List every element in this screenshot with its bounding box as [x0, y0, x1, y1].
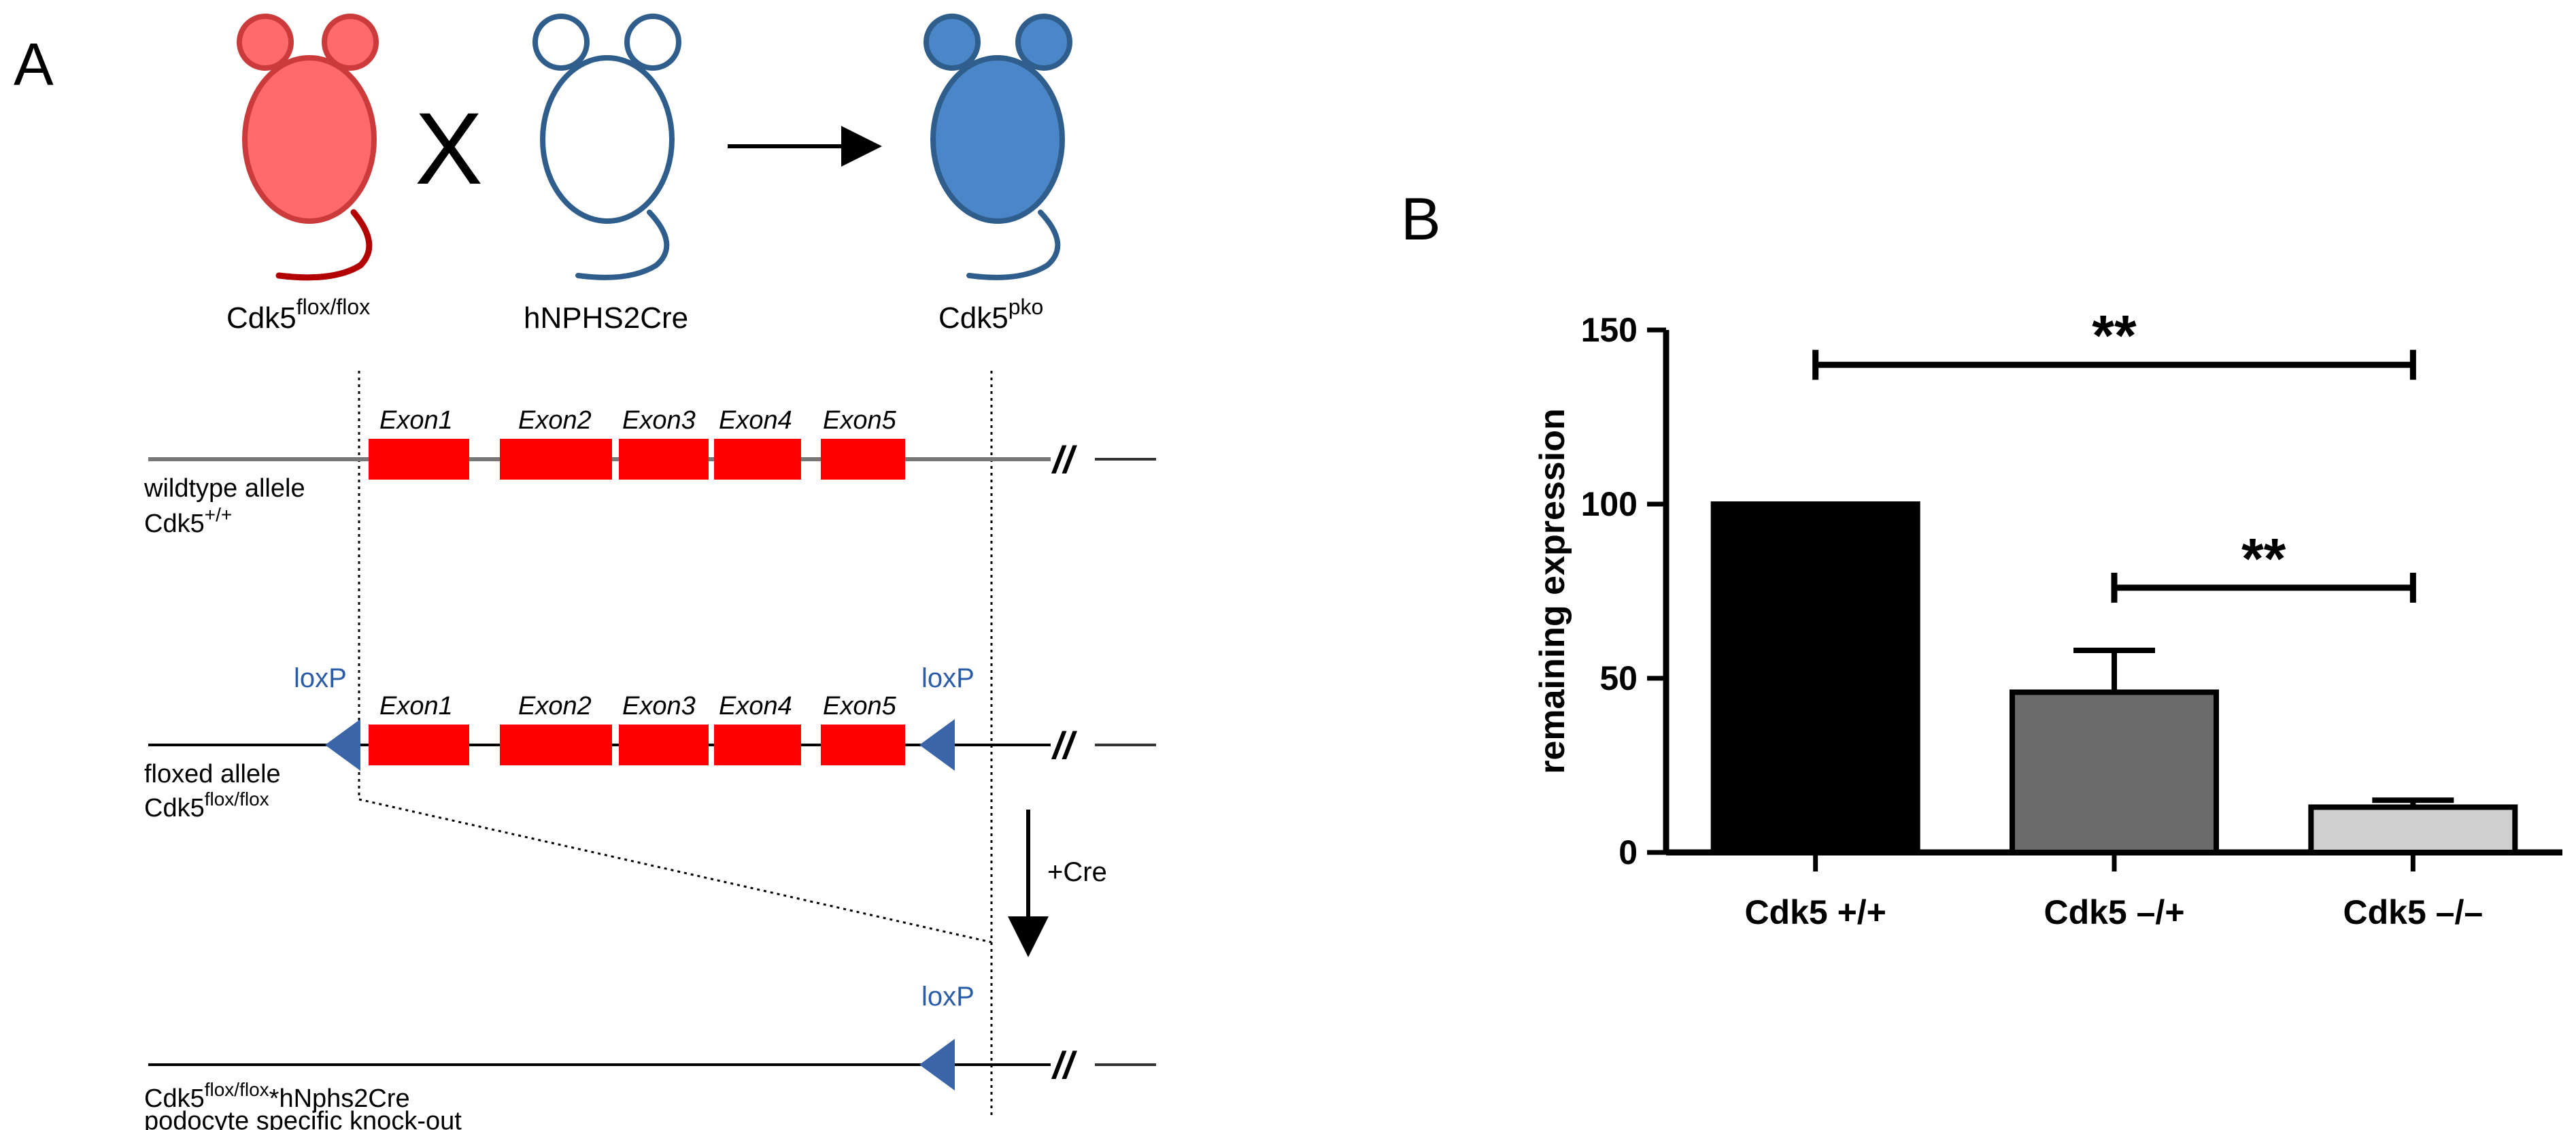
exon-label: Exon5 [823, 406, 897, 435]
exon-label: Exon3 [622, 406, 696, 435]
exon-label: Exon4 [719, 406, 792, 435]
floxed-allele: // loxP loxP Exon1 Exon2 Exon3 Exon4 Exo… [144, 663, 1156, 822]
significance-label: ** [2092, 303, 2137, 367]
mouse-icon-cre [532, 14, 681, 280]
loxp-triangle [919, 1039, 955, 1091]
cross-symbol: X [415, 91, 483, 205]
y-tick-label: 50 [1599, 659, 1638, 697]
exon-box [369, 439, 469, 480]
exon-box [714, 439, 801, 480]
break-symbol: // [1051, 724, 1078, 767]
exon-box [619, 439, 709, 480]
mouse-icon-pko [923, 14, 1072, 280]
exon-label: Exon3 [622, 692, 696, 720]
panel-a-label: A [14, 31, 54, 98]
mouse-icon-flox [237, 14, 379, 281]
exon-box [500, 725, 612, 765]
break-symbol: // [1051, 1044, 1078, 1086]
knockout-allele: // loxP Cdk5flox/flox*hNphs2Cre podocyte… [144, 982, 1156, 1130]
bar [2308, 804, 2518, 855]
exon-box [821, 725, 905, 765]
exon-label: Exon5 [823, 692, 897, 720]
wildtype-allele: // Exon1 Exon2 Exon3 Exon4 Exon5 wildtyp… [143, 406, 1156, 538]
loxp-triangle [325, 719, 360, 771]
mouse-label-cre: hNPHS2Cre [524, 301, 688, 335]
allele-genotype: Cdk5+/+ [144, 504, 232, 538]
y-tick-label: 0 [1619, 833, 1638, 871]
panel-a: A X Cdk5flox/flox hNPHS2Cre Cdk5pk [14, 14, 1156, 1130]
exon-box [369, 725, 469, 765]
mouse-label-pko: Cdk5pko [938, 295, 1043, 335]
significance-label: ** [2241, 527, 2286, 591]
bar [2010, 689, 2219, 855]
exon-box [500, 439, 612, 480]
x-tick-label: Cdk5 –/– [2343, 893, 2483, 931]
y-tick-label: 100 [1581, 485, 1638, 523]
allele-label: podocyte specific knock-out [144, 1107, 462, 1130]
exon-label: Exon2 [518, 692, 592, 720]
allele-genotype: Cdk5flox/flox [144, 788, 269, 822]
loxp-label: loxP [921, 663, 975, 693]
exon-box [714, 725, 801, 765]
allele-genotype: Cdk5flox/flox*hNphs2Cre [144, 1079, 410, 1113]
loxp-triangle [919, 719, 955, 771]
exon-label: Exon4 [719, 692, 792, 720]
cre-label: +Cre [1047, 857, 1107, 887]
x-tick-label: Cdk5 –/+ [2044, 893, 2184, 931]
y-tick-label: 150 [1581, 311, 1638, 349]
exon-box [619, 725, 709, 765]
loxp-label: loxP [294, 663, 347, 693]
mouse-label-flox: Cdk5flox/flox [226, 295, 370, 335]
y-axis-label: remaining expression [1533, 408, 1572, 774]
allele-label: wildtype allele [143, 474, 305, 503]
break-symbol: // [1051, 438, 1078, 481]
exon-label: Exon2 [518, 406, 592, 435]
allele-label: floxed allele [144, 760, 281, 788]
panel-b-label: B [1401, 185, 1441, 252]
exon-label: Exon1 [379, 692, 453, 720]
x-tick-label: Cdk5 +/+ [1744, 893, 1886, 931]
deletion-line [358, 798, 992, 944]
exon-label: Exon1 [379, 406, 453, 435]
loxp-label: loxP [921, 982, 975, 1012]
bar [1710, 501, 1920, 855]
exon-box [821, 439, 905, 480]
